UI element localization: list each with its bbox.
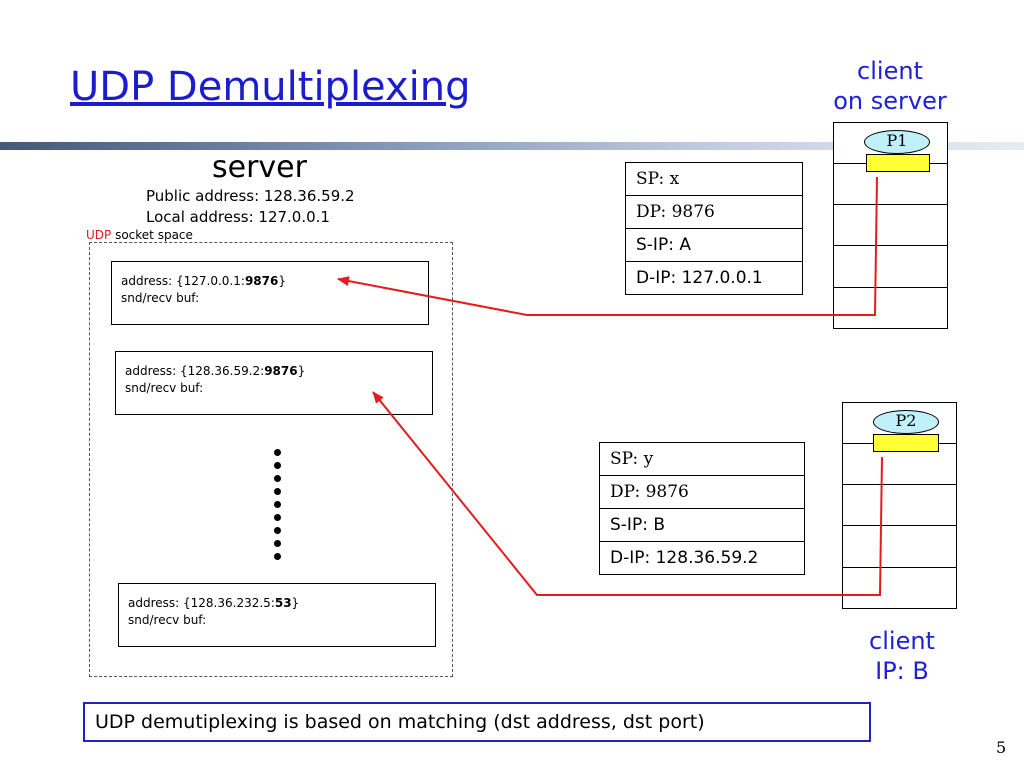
slide-title: UDP Demultiplexing [70,64,471,110]
socket-address: address: {127.0.0.1:9876} [121,273,428,290]
ellipsis-dot [274,553,281,560]
client-ip-b-label-line1: client [869,627,935,655]
client-on-server-label-line1: client [857,57,923,85]
header-dest-ip: D-IP: 128.36.59.2 [599,541,805,575]
header-dest-port: DP: 9876 [599,475,805,509]
ellipsis-dot [274,488,281,495]
socket-box-128-36-232-5: address: {128.36.232.5:53} snd/recv buf: [118,583,436,647]
server-local-address: Local address: 127.0.0.1 [146,208,330,226]
socket-box-127-0-0-1: address: {127.0.0.1:9876} snd/recv buf: [111,261,429,325]
ellipsis-dot [274,475,281,482]
stack-layer-divider [834,245,947,246]
stack-layer-divider [834,287,947,288]
demux-arrow-p2 [372,391,883,596]
header-source-ip: S-IP: B [599,508,805,542]
stack-layer-divider [843,484,956,485]
demux-note: UDP demutiplexing is based on matching (… [83,702,871,742]
client-on-server-label: client on server [820,56,960,116]
socket-address-suffix: } [297,364,306,378]
server-public-address: Public address: 128.36.59.2 [146,187,355,205]
socket-port: 9876 [264,364,298,378]
header-dest-ip: D-IP: 127.0.0.1 [625,261,803,295]
stack-layer-divider [834,204,947,205]
demux-arrow-p1 [337,176,878,316]
process-p1: P1 [864,130,930,154]
ellipsis-dot [274,449,281,456]
slide-number: 5 [996,738,1007,757]
socket-port: 53 [274,596,292,610]
ellipsis-dot [274,462,281,469]
socket-address: address: {128.36.59.2:9876} [125,363,432,380]
socket-buffer: snd/recv buf: [128,613,207,627]
title-divider [0,142,1024,150]
ellipsis-dot [274,540,281,547]
client-ip-b-label-line2: IP: B [875,657,929,685]
process-p2: P2 [873,410,939,434]
socket-address-suffix: } [291,596,300,610]
packet-header-top: SP: x DP: 9876 S-IP: A D-IP: 127.0.0.1 [625,162,803,295]
socket-space-udp: UDP [86,228,112,242]
socket-address-prefix: address: {127.0.0.1: [121,274,245,288]
socket-buffer: snd/recv buf: [125,381,204,395]
socket-address: address: {128.36.232.5:53} [128,595,435,612]
socket-address-suffix: } [278,274,286,288]
socket-port: 9876 [244,274,279,288]
ellipsis-dot [274,501,281,508]
ellipsis-dot [274,514,281,521]
client-on-server-label-line2: on server [833,87,947,115]
socket-space-text: socket space [111,228,193,242]
server-title: server [212,150,307,185]
udp-socket-space [89,242,453,677]
stack-layer-divider [843,567,956,568]
socket-address-prefix: address: {128.36.232.5: [128,596,275,610]
stack-layer-divider [843,525,956,526]
client-top-port [866,154,930,172]
client-ip-b-label: client IP: B [832,626,972,686]
socket-buffer: snd/recv buf: [121,291,200,305]
client-bottom-port [873,434,939,452]
ellipsis-dot [274,527,281,534]
packet-header-bottom: SP: y DP: 9876 S-IP: B D-IP: 128.36.59.2 [599,442,805,575]
header-dest-port: DP: 9876 [625,195,803,229]
socket-space-label: UDP socket space [86,228,193,242]
socket-box-128-36-59-2: address: {128.36.59.2:9876} snd/recv buf… [115,351,433,415]
socket-address-prefix: address: {128.36.59.2: [125,364,265,378]
